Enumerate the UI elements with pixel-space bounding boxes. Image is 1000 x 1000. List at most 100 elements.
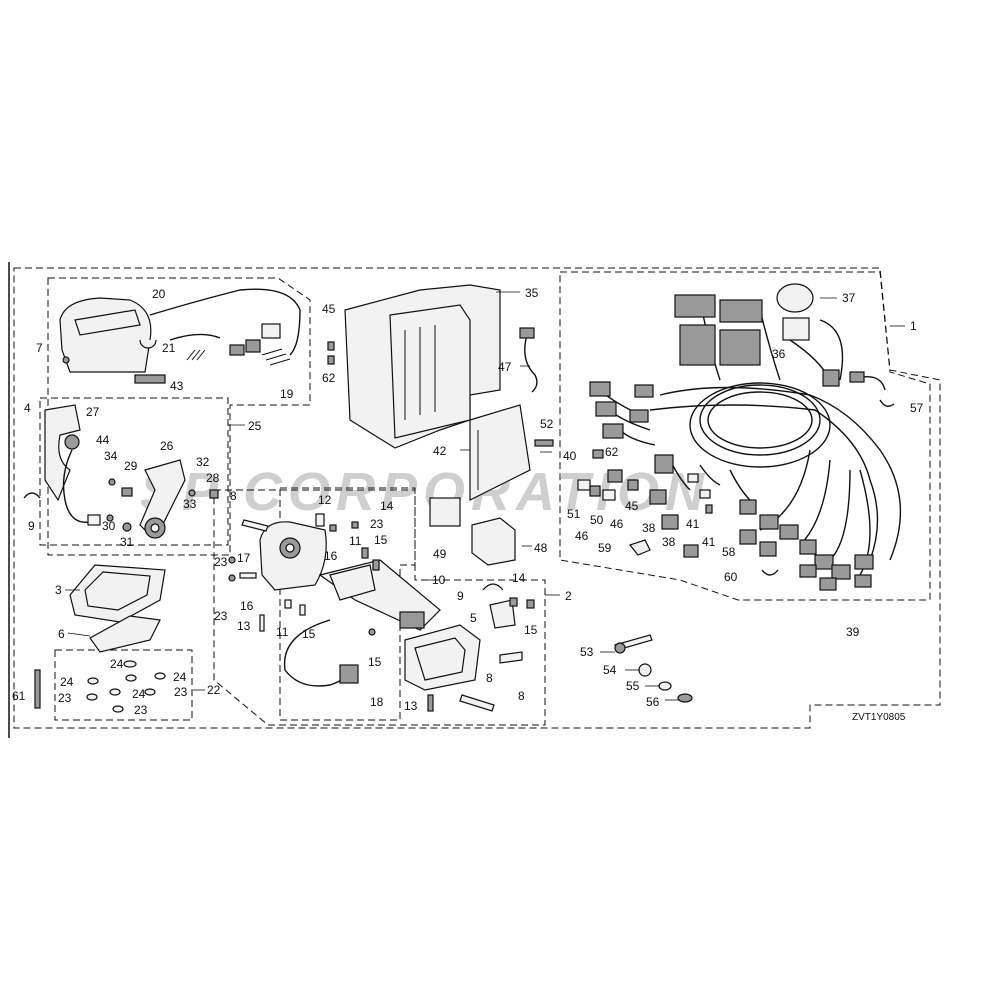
callout-13b: 13 — [404, 699, 418, 713]
callout-62b: 62 — [605, 445, 619, 459]
callout-40: 40 — [563, 449, 577, 463]
gasket-cover — [34, 564, 166, 709]
callout-29: 29 — [124, 459, 138, 473]
callout-57: 57 — [910, 401, 924, 415]
bracket-assembly — [228, 513, 535, 712]
callout-8a: 8 — [230, 489, 237, 503]
callout-33: 33 — [183, 497, 197, 511]
callout-31: 31 — [120, 535, 134, 549]
callout-54: 54 — [603, 663, 617, 677]
callout-23e: 23 — [174, 685, 188, 699]
callout-32: 32 — [196, 455, 210, 469]
callout-50: 50 — [590, 513, 604, 527]
callout-23f: 23 — [134, 703, 148, 717]
frame-remote-unit — [39, 397, 229, 546]
frame-control-box — [47, 277, 311, 556]
callout-17: 17 — [237, 551, 251, 565]
callout-3: 3 — [55, 583, 62, 597]
callout-6: 6 — [58, 627, 65, 641]
callout-23b: 23 — [214, 609, 228, 623]
callout-16a: 16 — [324, 549, 338, 563]
callout-52: 52 — [540, 417, 554, 431]
callout-28: 28 — [206, 471, 220, 485]
callout-38a: 38 — [642, 521, 656, 535]
frame-main — [13, 267, 941, 729]
frame-bracket — [213, 489, 546, 726]
callout-62a: 62 — [322, 371, 336, 385]
washers — [86, 660, 166, 713]
callout-8b: 8 — [486, 671, 493, 685]
callout-16b: 16 — [240, 599, 254, 613]
callout-8c: 8 — [518, 689, 525, 703]
sensor-47 — [519, 327, 535, 339]
callout-48: 48 — [534, 541, 548, 555]
callout-46a: 46 — [575, 529, 589, 543]
callout-45b: 45 — [625, 499, 639, 513]
callout-11b: 11 — [276, 625, 289, 639]
callout-20: 20 — [152, 287, 166, 301]
callout-61: 61 — [12, 689, 26, 703]
callout-59: 59 — [598, 541, 612, 555]
callout-38b: 38 — [662, 535, 676, 549]
relay-48 — [471, 517, 516, 566]
callout-14a: 14 — [380, 499, 394, 513]
callout-37: 37 — [842, 291, 856, 305]
module-42 — [469, 404, 554, 501]
callout-1: 1 — [910, 319, 917, 333]
callout-55: 55 — [626, 679, 640, 693]
main-wire-harness — [577, 283, 902, 591]
callout-49: 49 — [433, 547, 447, 561]
callout-45a: 45 — [322, 302, 336, 316]
callout-58: 58 — [722, 545, 736, 559]
callouts: 1 2 3 4 5 6 7 8 8 8 9 9 10 11 11 12 13 1… — [12, 286, 924, 717]
callout-7: 7 — [36, 341, 43, 355]
callout-19: 19 — [280, 387, 294, 401]
callout-9b: 9 — [457, 589, 464, 603]
callout-18: 18 — [370, 695, 384, 709]
watermark: SP CORPORATION — [140, 462, 710, 522]
callout-23a: 23 — [214, 555, 228, 569]
diagram-code: ZVT1Y0805 — [852, 712, 906, 723]
callout-11a: 11 — [349, 534, 362, 548]
callout-43: 43 — [170, 379, 184, 393]
callout-13a: 13 — [237, 619, 251, 633]
frame-harness — [559, 271, 931, 601]
callout-44: 44 — [96, 433, 110, 447]
connectors-small — [134, 323, 291, 384]
frame-washers — [54, 649, 193, 721]
relay-49 — [429, 497, 461, 527]
callout-4: 4 — [24, 401, 31, 415]
callout-42: 42 — [433, 444, 447, 458]
callout-24d: 24 — [132, 687, 146, 701]
callout-39: 39 — [846, 625, 860, 639]
callout-51: 51 — [567, 507, 581, 521]
control-harness-wire — [149, 288, 301, 356]
callout-53: 53 — [580, 645, 594, 659]
callout-56: 56 — [646, 695, 660, 709]
callout-2: 2 — [565, 589, 572, 603]
callout-5: 5 — [470, 611, 477, 625]
frame-inner — [279, 487, 416, 721]
callout-25: 25 — [248, 419, 262, 433]
callout-10: 10 — [432, 573, 446, 587]
callout-35: 35 — [525, 286, 539, 300]
callout-30: 30 — [102, 519, 116, 533]
ecu-box — [327, 284, 501, 449]
callout-46b: 46 — [610, 517, 624, 531]
callout-23d: 23 — [58, 691, 72, 705]
callout-24a: 24 — [110, 657, 124, 671]
callout-34: 34 — [104, 449, 118, 463]
callout-9a: 9 — [28, 519, 35, 533]
callout-36: 36 — [772, 347, 786, 361]
callout-15c: 15 — [368, 655, 382, 669]
leader-lines — [65, 291, 905, 701]
callout-15b: 15 — [302, 627, 316, 641]
callout-47: 47 — [498, 360, 512, 374]
callout-21: 21 — [162, 341, 176, 355]
callout-15a: 15 — [374, 533, 388, 547]
remote-unit — [23, 404, 219, 539]
callout-41a: 41 — [686, 517, 700, 531]
callout-22: 22 — [207, 683, 221, 697]
callout-26: 26 — [160, 439, 174, 453]
